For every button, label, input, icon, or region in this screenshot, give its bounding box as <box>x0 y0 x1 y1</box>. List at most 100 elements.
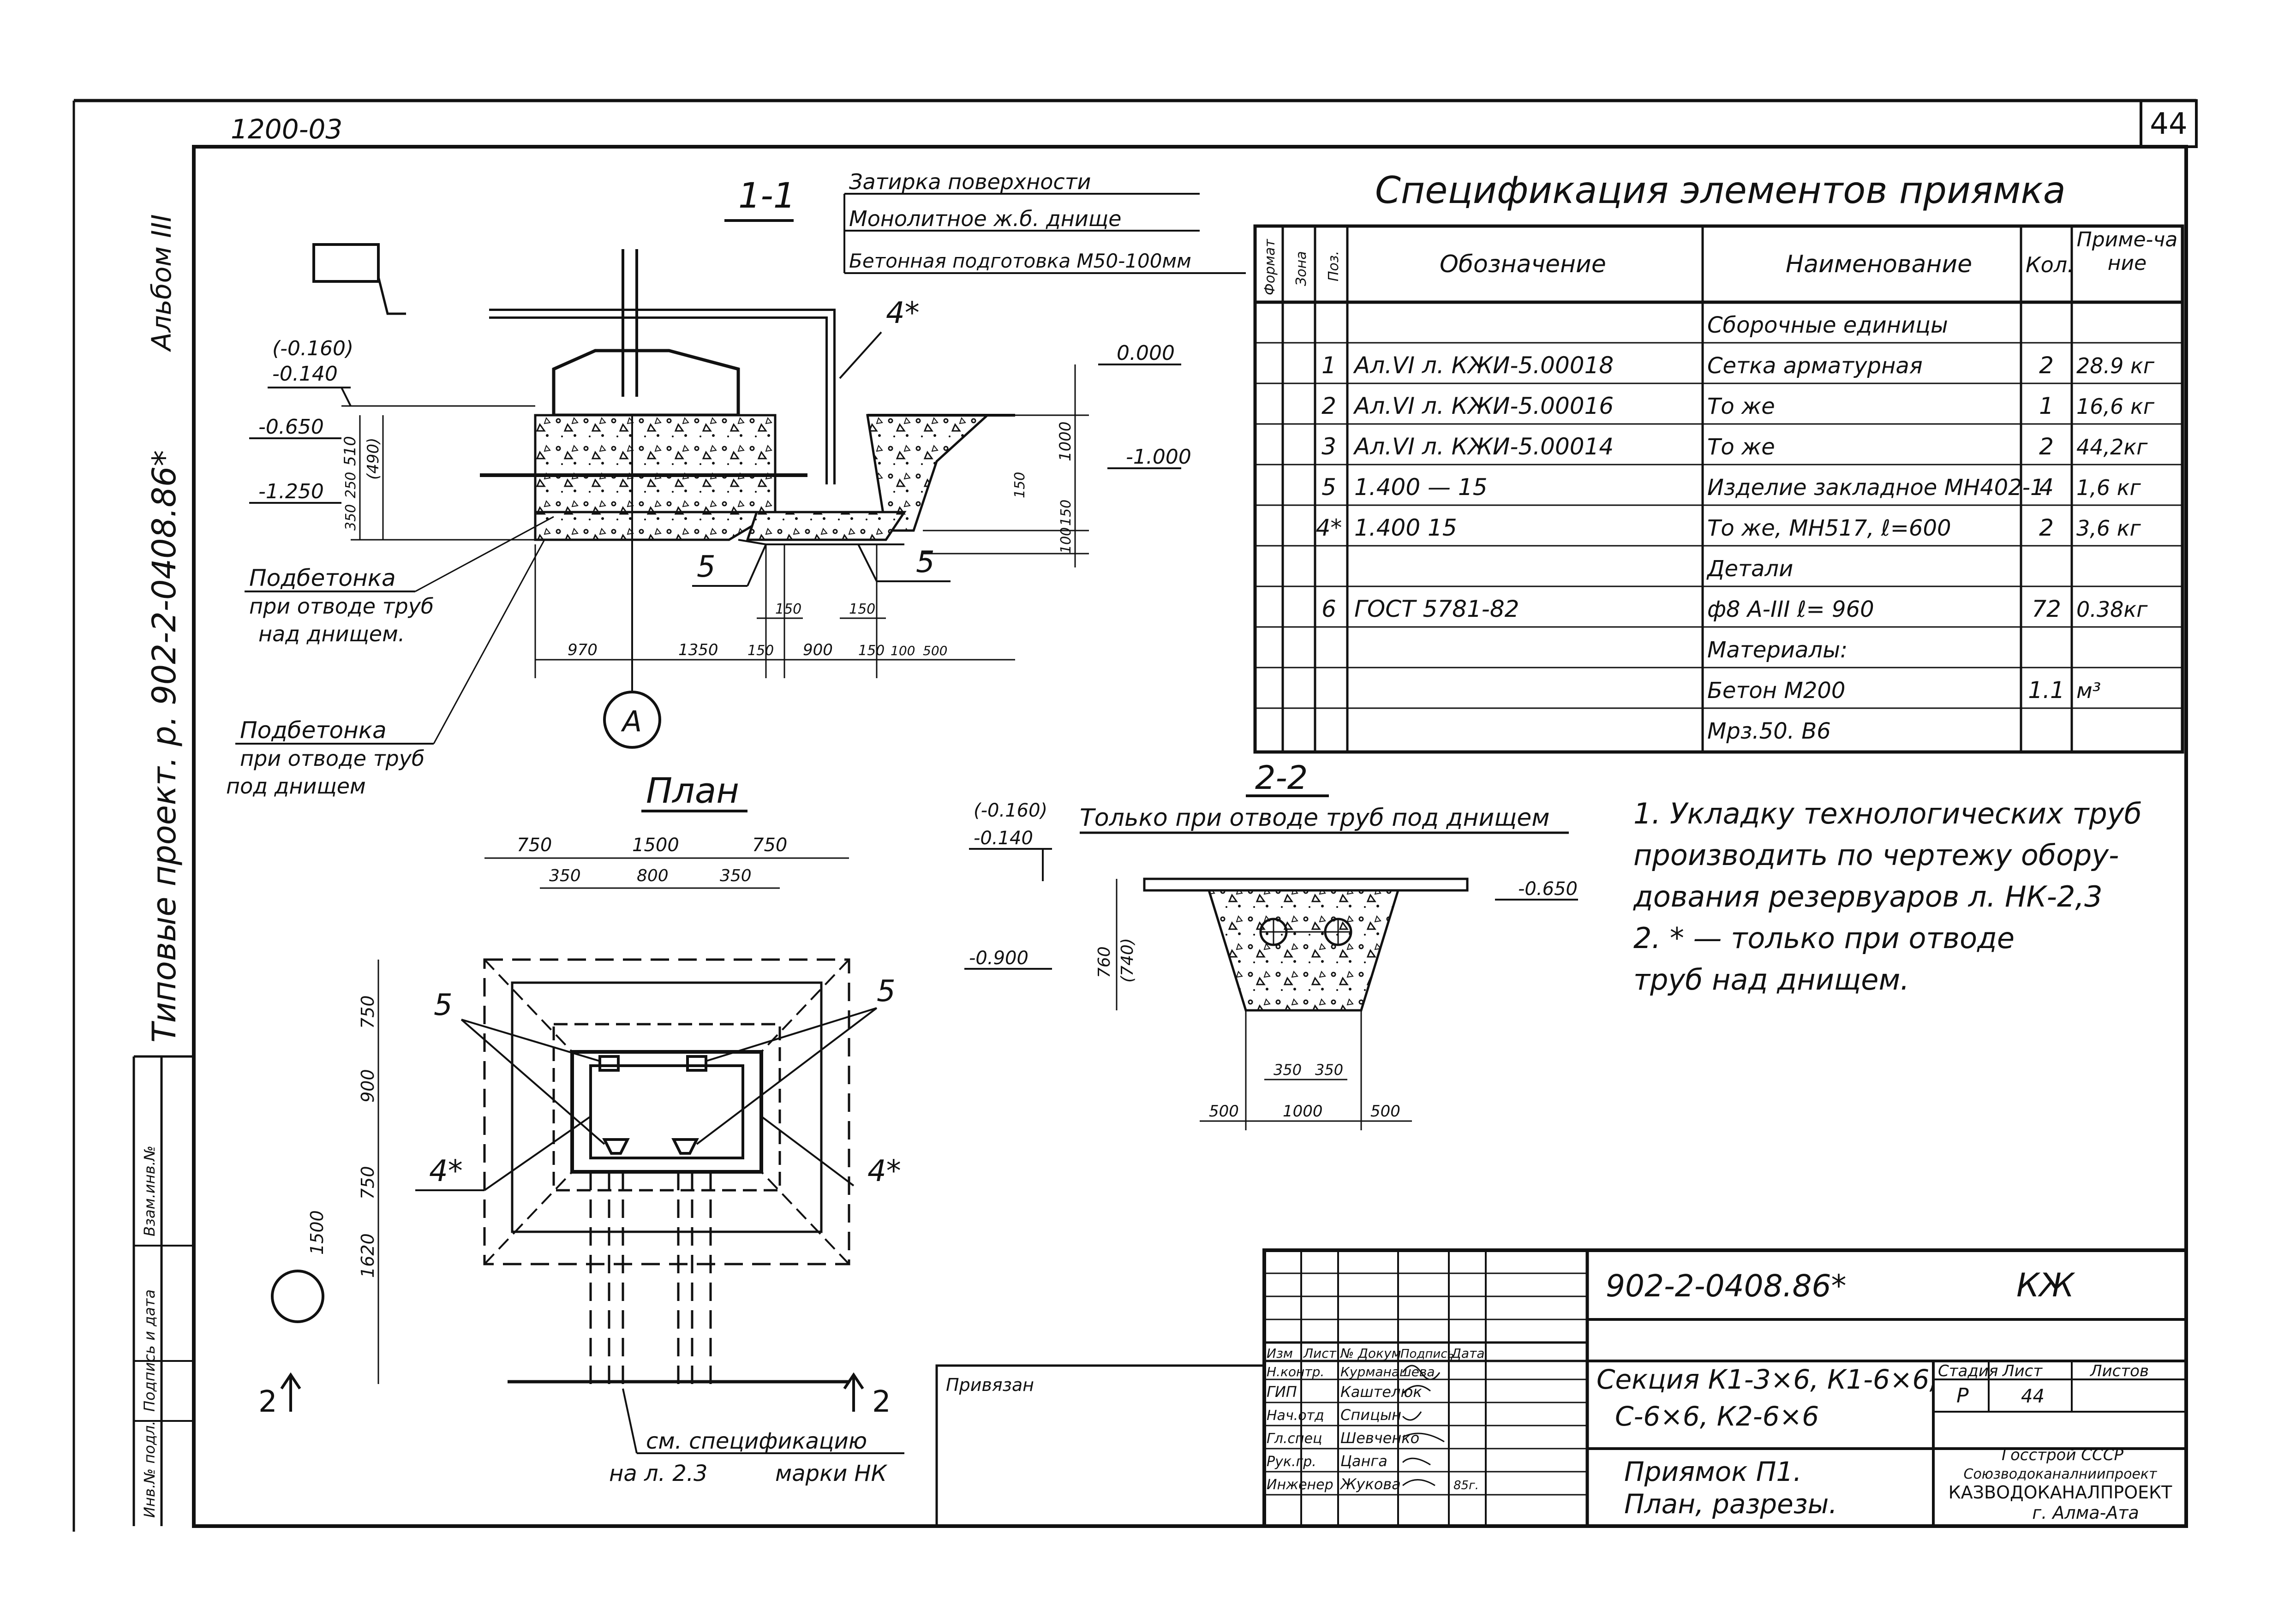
spec-cell-qty: 2 <box>2039 433 2054 460</box>
stamp-bound: Привязан <box>946 1375 1034 1395</box>
spec-cell-name: Сборочные единицы <box>1707 312 1948 338</box>
callout-above-1: Подбетонка <box>249 565 396 591</box>
dim-v-1000: 1000 <box>1056 421 1075 461</box>
plan-dim-350a: 350 <box>549 866 581 885</box>
sheet-number: 44 <box>2150 107 2187 141</box>
plan-pos-4-left: 4* <box>429 1154 463 1188</box>
dim-h-150b: 150 <box>858 643 885 659</box>
spec-cell-note: м³ <box>2076 678 2101 703</box>
stamp-name-3: Спицын <box>1340 1406 1401 1424</box>
spec-h-designation: Обозначение <box>1440 251 1606 278</box>
stamp-stage-h: Стадия <box>1938 1362 1998 1380</box>
dim-v-150a: 150 <box>1012 472 1028 498</box>
spec-h-qty: Кол. <box>2026 252 2074 277</box>
axis-a-label: А <box>621 704 642 738</box>
plan-section-2-right: 2 <box>872 1385 891 1419</box>
plan-view: План 750 1500 750 350 800 350 <box>258 770 904 1486</box>
left-col-sign: Подпись и дата <box>141 1289 158 1412</box>
stamp-mark: КЖ <box>2016 1266 2075 1304</box>
spec-cell-pos: 1 <box>1321 352 1336 379</box>
pos-4-star-1-1: 4* <box>886 296 920 330</box>
section-2-2-subtitle: Только при отводе труб под днищем <box>1080 804 1550 832</box>
section-2-2: 2-2 Только при отводе труб под днищем (-… <box>964 759 1578 1130</box>
spec-table: Спецификация элементов приямка Формат Зо… <box>1253 169 2184 754</box>
plan-dim-350b: 350 <box>720 866 752 885</box>
s22-dim-760: 760 <box>1095 946 1114 978</box>
stamp-name-6: Жукова <box>1339 1475 1401 1493</box>
spec-cell-note: 28.9 кг <box>2076 353 2155 378</box>
spec-cell-pos: 6 <box>1321 596 1336 622</box>
spec-cell-designation: 1.400 — 15 <box>1354 474 1488 501</box>
stamp-col-doc: № Докум <box>1339 1346 1401 1361</box>
left-col-inv: Инв.№ подл. <box>141 1420 158 1518</box>
s22-dim-350b: 350 <box>1315 1061 1343 1079</box>
dim-h-1350: 1350 <box>678 641 718 659</box>
note-line-1: 1. Укладку технологических труб <box>1633 797 2142 830</box>
spec-cell-qty: 2 <box>2039 514 2054 541</box>
plan-dim-1500-left: 1500 <box>307 1210 327 1255</box>
callout-below-3: под днищем <box>226 774 366 799</box>
spec-h-format: Формат <box>1262 239 1278 295</box>
spec-cell-name: Детали <box>1706 556 1793 582</box>
stamp-section-1: Секция К1-3×6, К1-6×6, <box>1596 1364 1938 1395</box>
spec-cell-name: То же <box>1707 434 1775 460</box>
spec-cell-name: Мрз.50. В6 <box>1707 718 1831 744</box>
s22-mark-m0140: -0.140 <box>974 828 1033 849</box>
stamp-section-2: С-6×6, К2-6×6 <box>1615 1401 1819 1432</box>
spec-cell-note: 1,6 кг <box>2076 475 2141 500</box>
dim-h-500: 500 <box>923 643 947 658</box>
spec-cell-note: 3,6 кг <box>2076 516 2141 541</box>
stamp-org-3: КАЗВОДОКАНАЛПРОЕКТ <box>1949 1482 2172 1503</box>
spec-cell-qty: 1.1 <box>2028 677 2065 704</box>
plan-note-1: см. спецификацию <box>646 1428 867 1454</box>
dim-v-150b: 150 <box>1058 500 1074 526</box>
spec-cell-pos: 5 <box>1321 474 1336 501</box>
left-strip <box>132 1055 194 1526</box>
spec-cell-designation: ГОСТ 5781-82 <box>1354 596 1519 622</box>
spec-cell-name: Изделие закладное МН402-1 <box>1707 475 2045 501</box>
note-line-3: дования резервуаров л. НК-2,3 <box>1633 880 2103 913</box>
dim-v-490: (490) <box>364 438 383 480</box>
spec-cell-qty: 4 <box>2039 474 2054 501</box>
section-1-1-title: 1-1 <box>738 175 795 216</box>
note-line-4: 2. * — только при отводе <box>1633 921 2015 955</box>
s22-dim-1000: 1000 <box>1283 1102 1323 1121</box>
spec-cell-name: То же <box>1707 394 1775 419</box>
pos-5-left-1-1: 5 <box>697 550 716 584</box>
spec-cell-name: Бетон М200 <box>1707 678 1845 704</box>
spec-cell-designation: Ал.VI л. КЖИ-5.00018 <box>1353 352 1614 379</box>
note-line-2: производить по чертежу обору- <box>1633 838 2119 872</box>
stamp-name-2: Каштелюк <box>1340 1383 1422 1401</box>
stamp-name-4: Шевченко <box>1340 1429 1419 1447</box>
mark-m0140: -0.140 <box>272 362 338 386</box>
mark-m1000: -1.000 <box>1126 445 1191 469</box>
title-block: Привязан 902-2-0408.86* КЖ Изм Лист № До… <box>935 1248 2188 1528</box>
dim-v-250: 250 <box>343 472 359 498</box>
stamp-name-5: Цанга <box>1340 1452 1387 1470</box>
plan-dim-800: 800 <box>637 866 669 885</box>
stamp-role-3: Нач.отд <box>1267 1408 1324 1424</box>
plan-dim-900: 900 <box>358 1069 378 1103</box>
plan-dim-1500: 1500 <box>632 835 679 856</box>
mark-m1250: -1.250 <box>258 480 324 503</box>
spec-title: Спецификация элементов приямка <box>1375 169 2066 212</box>
plan-dim-750b: 750 <box>752 835 787 856</box>
s22-mark-m0160: (-0.160) <box>974 800 1047 821</box>
plan-pos-5-right: 5 <box>877 974 896 1008</box>
plan-dim-750d: 750 <box>358 1166 378 1199</box>
spec-cell-designation: 1.400 15 <box>1354 514 1457 541</box>
mark-m0650: -0.650 <box>258 415 324 439</box>
stamp-code: 902-2-0408.86* <box>1606 1268 1847 1304</box>
mark-0000: 0.000 <box>1117 341 1175 365</box>
spec-cell-pos: 3 <box>1321 433 1336 460</box>
spec-h-pos: Поз. <box>1326 251 1342 281</box>
spec-cell-qty: 1 <box>2039 393 2054 419</box>
dim-h-970: 970 <box>568 641 598 659</box>
stamp-col-date: Дата <box>1450 1346 1485 1361</box>
dim-v-100: 100 <box>1058 527 1074 554</box>
stamp-role-2: ГИП <box>1267 1383 1297 1401</box>
spec-cell-name: ф8 А-III ℓ= 960 <box>1707 597 1874 622</box>
spec-cell-name: Сетка арматурная <box>1707 353 1923 379</box>
spec-cell-note: 44,2кг <box>2076 435 2148 459</box>
section-1-1: 1-1 Затирка поверхности Монолитное ж.б. … <box>226 169 1246 799</box>
